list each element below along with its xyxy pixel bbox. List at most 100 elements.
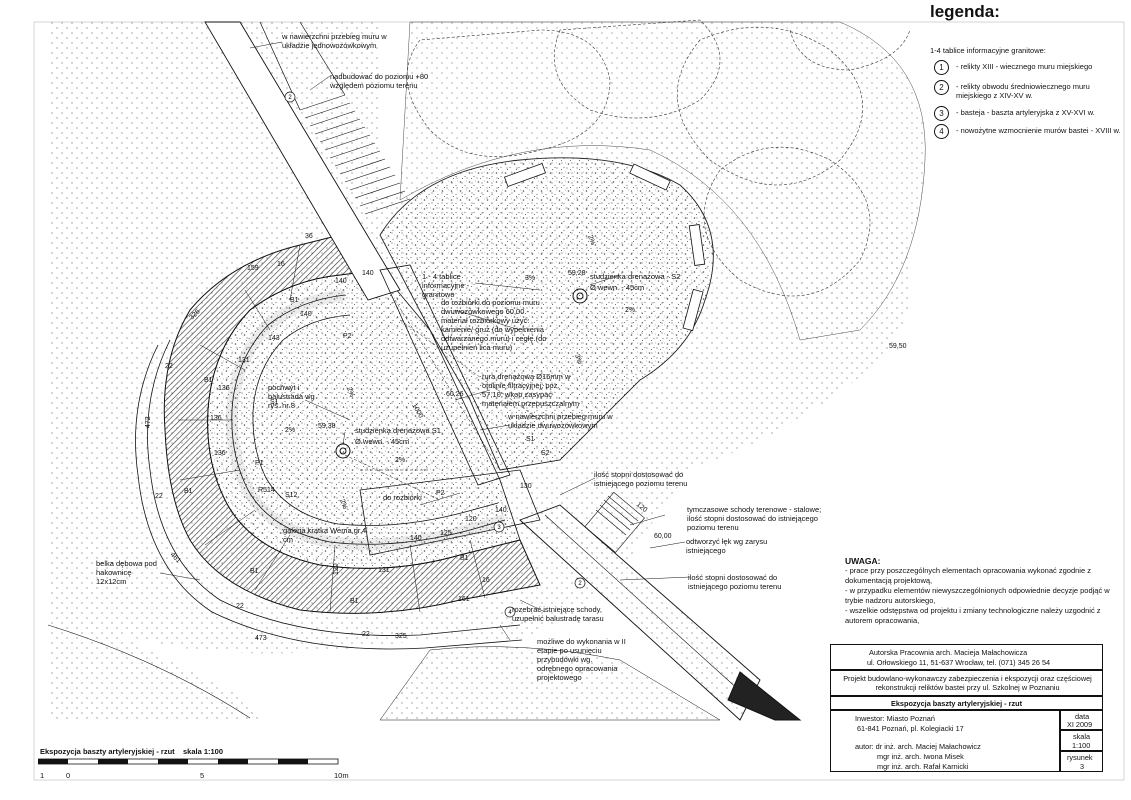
- notes-line-2: - w przypadku elementów niewyszczególnio…: [845, 586, 1110, 605]
- note-granite-boards: 1 - 4 tablice informacyjne - granitowe: [422, 272, 470, 299]
- scale-tick-0: 0: [66, 771, 71, 780]
- dim-s12: S12: [285, 492, 298, 499]
- note-drain-pipe: rura drenażowa Ø16mm w otulinie filtracy…: [482, 372, 580, 408]
- dim-22-b: 22: [155, 493, 163, 500]
- note-well-s1-diameter: Ø wewn. - 45cm: [355, 437, 410, 446]
- upper-wall-strip: [204, 21, 401, 301]
- dim-140-e: 140: [410, 535, 422, 542]
- trees: [406, 19, 911, 297]
- dim-130: 130: [520, 483, 532, 490]
- sheet-number: 3: [1080, 762, 1085, 771]
- dim-136-a: 136: [218, 385, 230, 392]
- dim-159: 159: [247, 265, 259, 272]
- notes-title: UWAGA:: [845, 556, 881, 566]
- dim-143: 143: [268, 335, 280, 342]
- level-5938: 59,38: [318, 423, 336, 430]
- lower-block: [359, 469, 541, 556]
- author-2: mgr inż. arch. Iwona Misek: [877, 752, 964, 761]
- label-b1-f: B1: [460, 555, 469, 562]
- legend-number-2: 2: [934, 80, 949, 95]
- label-p1: P1: [255, 460, 264, 467]
- date-label: data: [1075, 712, 1090, 721]
- note-wall-single: w nawierzchni przebieg muru w układzie j…: [282, 32, 387, 50]
- titleblock-scale: skala 1:100: [1060, 730, 1103, 751]
- note-demolition: do rozbiórki do poziomu muru dwuwozówkow…: [441, 298, 547, 352]
- slope-2: 2%: [625, 307, 635, 314]
- titleblock-drawing: Ekspozycja baszty artyleryjskiej - rzut: [830, 696, 1103, 710]
- plan-marker-4: 4: [508, 610, 512, 616]
- titleblock-studio: Autorska Pracownia arch. Macieja Małacho…: [830, 644, 1103, 670]
- dim-140-c: 140: [300, 311, 312, 318]
- leader-lines: [159, 41, 691, 641]
- dim-140-d: 140: [495, 507, 507, 514]
- plan-marker-2: 2: [288, 95, 292, 101]
- note-beam-size: 12x12cm: [96, 577, 127, 586]
- titleblock-project: Projekt budowlano-wykonawczy zabezpiecze…: [830, 670, 1103, 696]
- investor-address: 61-841 Poznań, pl. Kolegiacki 17: [857, 724, 964, 733]
- dim-140-b: 140: [362, 270, 374, 277]
- note-steps-1: ilość stopni dostosować do istniejącego …: [594, 470, 688, 488]
- slope-3: 3%: [525, 275, 535, 282]
- drawing-title: Ekspozycja baszty artyleryjskiej - rzut: [891, 699, 1022, 708]
- legend-title: legenda:: [930, 2, 1000, 21]
- dim-472: 472: [145, 416, 152, 428]
- label-b1-a: B1: [290, 297, 299, 304]
- note-handrail: pochwyt i balustrada wg rys. nr 8: [268, 383, 315, 410]
- note-remove-stairs: rozebrać istniejące schody, uzupełnić ba…: [512, 605, 604, 623]
- lower-terrain: [379, 646, 721, 721]
- note-to-demolish: do rozbiórki: [383, 493, 422, 502]
- legend-number-4: 4: [934, 124, 949, 139]
- level-5928: 59,28: [568, 270, 586, 277]
- project-title: Projekt budowlano-wykonawczy zabezpiecze…: [843, 674, 1092, 692]
- legend-text-1: - relikty XIII - wiecznego muru miejskie…: [956, 62, 1093, 71]
- titleblock-investor: Inwestor: Miasto Poznań 61-841 Poznań, p…: [830, 710, 1060, 772]
- label-p2-a: P2: [343, 333, 352, 340]
- slope-6: 2%: [285, 427, 295, 434]
- notes-block: UWAGA: - prace przy poszczególnych eleme…: [845, 556, 1120, 626]
- dim-161: 161: [458, 596, 470, 603]
- dim-131-b: 131: [378, 567, 390, 574]
- legend-text-2: - relikty obwodu średniowiecznego muru m…: [956, 82, 1090, 100]
- dim-r514: R514: [258, 487, 275, 494]
- plan-marker-2b: 2: [578, 581, 582, 587]
- left-road: [48, 600, 260, 720]
- titleblock-date: data XI 2009: [1060, 710, 1103, 730]
- slope-1: 2%: [586, 234, 596, 246]
- note-gallery: galeria kratka Wema gr.4 cm: [283, 526, 367, 544]
- date-value: XI 2009: [1067, 720, 1093, 729]
- plan-marker-3: 3: [497, 525, 501, 531]
- plan-markers: [284, 91, 586, 618]
- drawing-caption: Ekspozycja baszty artyleryjskiej - rzut …: [40, 747, 224, 756]
- slope-5: 2%: [345, 386, 355, 398]
- level-6026: 60,26: [446, 391, 464, 398]
- dim-120-a: 120: [465, 516, 477, 523]
- scale-bar: [38, 758, 339, 765]
- label-s1-b: S1: [526, 436, 535, 443]
- studio-address: ul. Orłowskiego 11, 51-637 Wrocław, tel.…: [867, 658, 1051, 667]
- label-s2: S2: [541, 450, 550, 457]
- note-oak-beam: belka dębowa pod hakownicę: [96, 559, 157, 577]
- note-raise-wall: nadbudować do poziomu +80 względem pozio…: [330, 72, 429, 90]
- note-steps-2: ilość stopni dostosować do istniejącego …: [688, 573, 782, 591]
- label-b1-d: B1: [250, 568, 259, 575]
- dim-22-d: 22: [362, 631, 370, 638]
- radial-lines: [178, 244, 486, 613]
- scale-tick-10: 10m: [334, 771, 349, 780]
- dim-140-a: 140: [335, 278, 347, 285]
- legend-number-3: 3: [934, 106, 949, 121]
- slope-4: 3%: [573, 353, 583, 365]
- level-6000: 60,00: [654, 533, 672, 540]
- dim-22-a: 22: [165, 363, 173, 370]
- steel-stairs: [584, 491, 645, 553]
- upper-terrain: [399, 21, 926, 341]
- granite-boards: [503, 162, 706, 332]
- dim-325: 325: [395, 633, 407, 640]
- label-p2-b: P2: [436, 490, 445, 497]
- dim-36: 36: [305, 233, 313, 240]
- slope-7: 2%: [395, 457, 405, 464]
- legend-text-4: - nowożytne wzmocnienie murów bastei - X…: [956, 126, 1121, 135]
- scale-value: 1:100: [1072, 741, 1091, 750]
- drainage-wells: [335, 288, 588, 459]
- lower-road: [519, 504, 761, 721]
- studio-name: Autorska Pracownia arch. Macieja Małacho…: [869, 648, 1028, 657]
